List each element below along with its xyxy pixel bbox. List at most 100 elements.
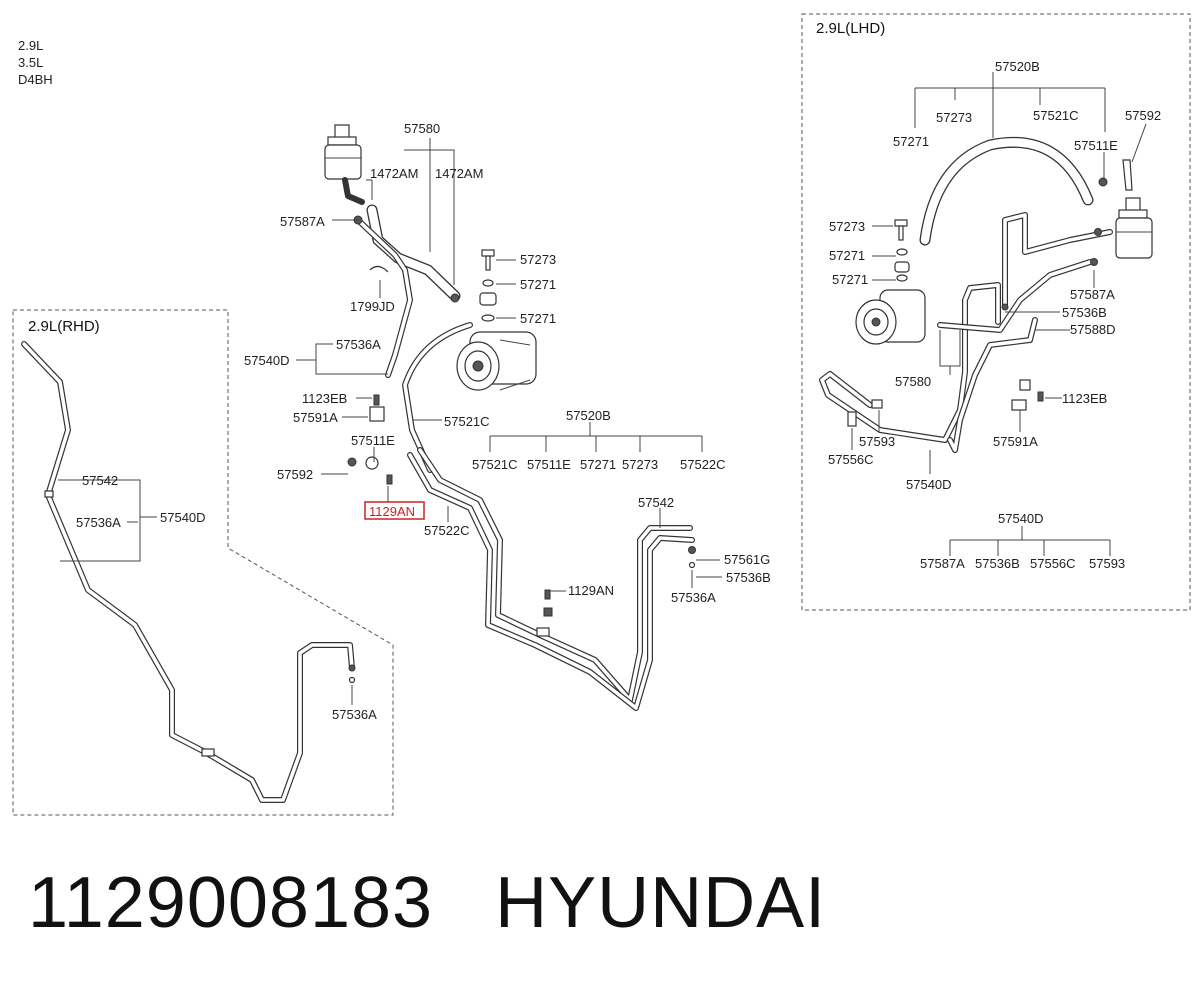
bracket-icon [369,406,385,422]
washer-icon [896,248,908,256]
fitting-icon [688,546,696,554]
part-label: 57521C [444,414,490,429]
part-label: 57593 [859,434,895,449]
part-label: 57540D [244,353,290,368]
part-label: 57587A [1070,287,1115,302]
lhd-panel: 2.9L(LHD) [801,13,1191,611]
washer-icon [896,274,908,282]
bracket-icon [1011,399,1027,411]
part-label: 57580 [404,121,440,136]
clip-icon [847,411,857,427]
engine-variant-label: 3.5L [18,55,43,70]
bracket-icon [543,607,553,617]
part-label: 57556C [1030,556,1076,571]
part-label: 57580 [895,374,931,389]
part-label: 57271 [893,134,929,149]
part-label: 57521C [472,457,518,472]
part-label: 57536A [76,515,121,530]
part-label: 57540D [160,510,206,525]
parts-diagram: 2.9L 3.5L D4BH 2.9L(RHD) 57542 57536A 57… [12,13,1191,816]
fitting-icon [348,664,356,672]
clamp-icon [1098,177,1108,187]
bracket-icon [347,457,357,467]
reservoir-icon [1115,197,1153,259]
clamp-icon [450,293,460,303]
part-label: 57592 [1125,108,1161,123]
part-label: 1123EB [1062,391,1107,406]
part-label: 57536B [726,570,771,585]
reservoir-icon [324,124,365,205]
part-label: 1799JD [350,299,395,314]
part-label: 57536B [975,556,1020,571]
part-label: 57511E [351,433,395,448]
washer-icon [481,314,495,322]
part-label: 57271 [832,272,868,287]
part-label: 1472AM [435,166,483,181]
bolt-icon [481,249,495,257]
part-label: 1129AN [568,583,614,598]
part-label: 57592 [277,467,313,482]
part-label: 57511E [527,457,571,472]
part-label: 57556C [828,452,874,467]
bolt-icon [1037,391,1044,402]
part-label: 57271 [580,457,616,472]
bolt-icon [544,589,551,600]
clamp-icon [1094,228,1102,236]
pipe-clamp [44,490,54,498]
part-label: 57542 [82,473,118,488]
clamp-icon [365,456,379,470]
part-label: 57271 [520,311,556,326]
clamp-icon [1090,258,1098,266]
bolt-icon [373,394,380,406]
part-label: 57520B [995,59,1040,74]
part-label: 57271 [520,277,556,292]
part-label: 57522C [680,457,726,472]
part-label: 57540D [906,477,952,492]
engine-variant-label: D4BH [18,72,53,87]
part-number: 1129008183 [28,863,434,943]
engine-variant-label: 2.9L [18,38,43,53]
part-label: 57521C [1033,108,1079,123]
part-label: 57536A [671,590,716,605]
part-label: 57273 [520,252,556,267]
o-ring-icon [348,676,356,684]
pipe-clamp [871,399,883,409]
highlighted-part-label[interactable]: 1129AN [369,504,415,519]
part-label: 57520B [566,408,611,423]
part-label: 57587A [280,214,325,229]
part-label: 57561G [724,552,770,567]
part-label: 57271 [829,248,865,263]
main-assembly: 57580 1472AM 1472AM 57587A 57273 57271 5… [244,121,771,711]
fitting-icon [1001,303,1009,311]
part-label: 57588D [1070,322,1116,337]
bolt-icon [894,219,908,227]
footer: 1129008183 HYUNDAI [28,862,827,943]
part-label: 57522C [424,523,470,538]
bracket-icon [1019,379,1031,391]
part-label: 1123EB [302,391,347,406]
part-label: 57536A [336,337,381,352]
part-label: 57273 [829,219,865,234]
rhd-panel: 2.9L(RHD) 57542 57536A 57540D 57536A [12,309,394,816]
part-label: 57536B [1062,305,1107,320]
power-steering-pump-icon [855,289,926,345]
union-fitting-icon [479,292,497,306]
part-label: 1472AM [370,166,418,181]
part-label: 57587A [920,556,965,571]
union-fitting-icon [894,261,910,273]
bolt-icon [386,474,393,485]
washer-icon [482,279,494,287]
part-label: 57593 [1089,556,1125,571]
o-ring-icon [688,561,696,569]
bracket-icon [1122,159,1133,191]
brand-name: HYUNDAI [495,863,827,943]
highlighted-part-box[interactable] [364,501,425,520]
part-label: 57542 [638,495,674,510]
part-label: 57511E [1074,138,1118,153]
clip-icon [369,265,389,273]
part-label: 57540D [998,511,1044,526]
rhd-panel-title: 2.9L(RHD) [28,318,100,335]
part-label: 57591A [293,410,338,425]
pipe-clamp [201,748,215,757]
part-label: 57273 [622,457,658,472]
